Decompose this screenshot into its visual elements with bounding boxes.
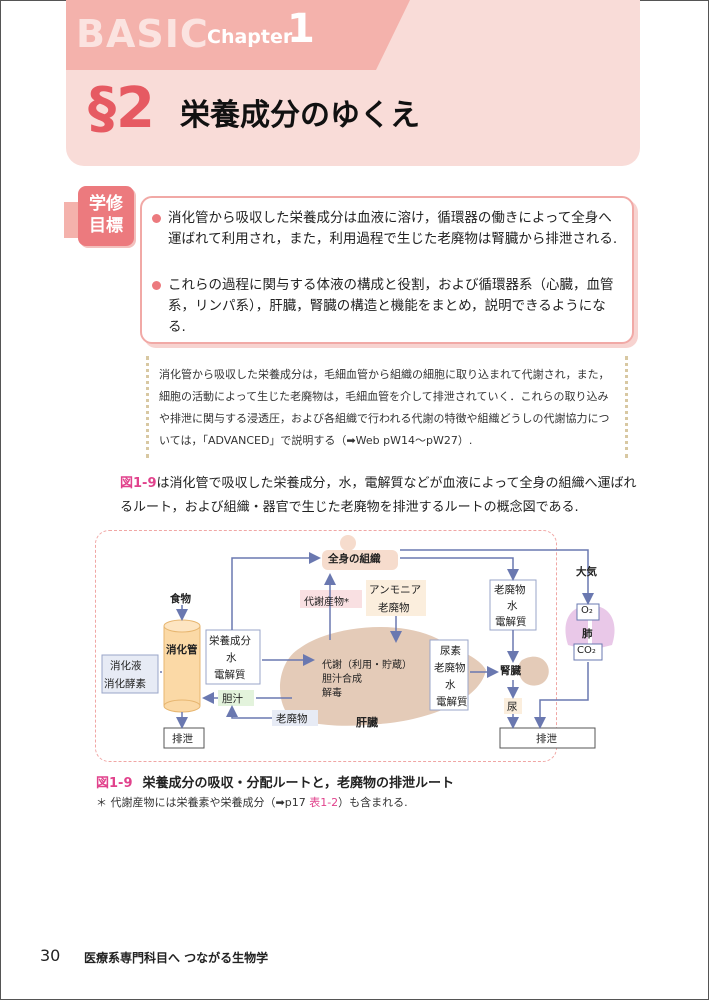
label-waste-right: 老廃物 bbox=[494, 584, 526, 596]
chapter-number: 1 bbox=[287, 6, 315, 52]
label-urine: 尿 bbox=[507, 701, 518, 713]
figure-number: 図1-9 bbox=[96, 776, 133, 791]
goal-text: 消化管から吸収した栄養成分は血液に溶け，循環器の働きによって全身へ運ばれて利用さ… bbox=[168, 210, 618, 247]
note-box: 消化管から吸収した栄養成分は，毛細血管から組織の細胞に取り込まれて代謝され，また… bbox=[146, 356, 628, 458]
label-atmosphere: 大気 bbox=[576, 566, 597, 578]
whole-body-box bbox=[322, 550, 398, 570]
chapter-word: Chapter bbox=[207, 26, 293, 48]
figure-footnote: ＊ 代謝産物には栄養素や栄養成分（➡p17 表1-2）も含まれる. bbox=[96, 794, 408, 810]
label-waste-right-water: 水 bbox=[507, 600, 518, 612]
label-urea-waste: 老廃物 bbox=[434, 662, 466, 674]
figure-caption: 図1-9 栄養成分の吸収・分配ルートと，老廃物の排泄ルート bbox=[96, 772, 454, 791]
goal-badge-line2: 目標 bbox=[89, 216, 123, 236]
intro-text: は消化管で吸収した栄養成分，水，電解質などが血液によって全身の組織へ運ばれるルー… bbox=[120, 476, 637, 515]
goal-item: 消化管から吸収した栄養成分は血液に溶け，循環器の働きによって全身へ運ばれて利用さ… bbox=[152, 208, 618, 250]
excretion-right-box bbox=[499, 727, 596, 749]
urea-box bbox=[429, 639, 469, 711]
label-digestive-juice: 消化液 bbox=[110, 660, 142, 672]
goal-badge-line1: 学修 bbox=[89, 194, 123, 214]
label-liver: 肝臓 bbox=[356, 716, 378, 729]
table-reference-link[interactable]: 表1-2 bbox=[309, 796, 339, 809]
intro-paragraph: 図1-9は消化管で吸収した栄養成分，水，電解質などが血液によって全身の組織へ運ば… bbox=[120, 472, 640, 520]
label-lung: 肺 bbox=[582, 628, 593, 640]
goal-text: これらの過程に関与する体液の構成と役割，および循環器系（心臓，血管系，リンパ系）… bbox=[168, 277, 614, 335]
footnote-prefix: ＊ 代謝産物には栄養素や栄養成分（➡p17 bbox=[96, 796, 310, 809]
flow-lines bbox=[160, 549, 594, 729]
co2-box bbox=[573, 643, 603, 661]
label-nutrients: 栄養成分 bbox=[209, 635, 251, 647]
book-title: 医療系専門科目へ つながる生物学 bbox=[84, 951, 269, 965]
metabolite-box bbox=[300, 590, 362, 608]
label-excretion-left: 排泄 bbox=[172, 733, 193, 745]
digestive-tract-shape bbox=[163, 625, 201, 707]
waste-right-box bbox=[489, 579, 537, 631]
label-o2: O₂ bbox=[581, 605, 593, 616]
label-ammonia: アンモニア bbox=[369, 584, 422, 596]
label-co2: CO₂ bbox=[577, 645, 596, 656]
footnote-suffix: ）も含まれる. bbox=[338, 796, 408, 809]
label-excretion-right: 排泄 bbox=[536, 733, 557, 745]
ammonia-box bbox=[366, 580, 426, 616]
urine-box bbox=[504, 698, 522, 714]
section-title: 栄養成分のゆくえ bbox=[180, 98, 420, 133]
basic-label: BASIC bbox=[76, 12, 209, 56]
figure-frame bbox=[95, 530, 557, 762]
bile-box bbox=[218, 690, 254, 706]
label-bile-synthesis: 胆汁合成 bbox=[322, 674, 362, 685]
label-urea-electrolyte: 電解質 bbox=[436, 696, 468, 708]
label-electrolyte: 電解質 bbox=[214, 669, 246, 681]
nutrient-box bbox=[205, 629, 261, 685]
label-food: 食物 bbox=[170, 593, 191, 605]
label-detox: 解毒 bbox=[322, 688, 342, 699]
waste-left-box bbox=[272, 710, 318, 726]
label-digestive-tract: 消化管 bbox=[166, 644, 198, 656]
digestive-juice-box bbox=[101, 654, 159, 694]
label-kidney: 腎臓 bbox=[500, 665, 521, 677]
page-number: 30 bbox=[40, 946, 61, 965]
section-mark: §2 bbox=[88, 76, 155, 141]
label-water: 水 bbox=[226, 652, 237, 664]
goal-item: これらの過程に関与する体液の構成と役割，および循環器系（心臓，血管系，リンパ系）… bbox=[152, 275, 618, 338]
figure-reference-link[interactable]: 図1-9 bbox=[120, 476, 157, 491]
label-waste-right-electrolyte: 電解質 bbox=[495, 616, 527, 628]
figure-caption-text: 栄養成分の吸収・分配ルートと，老廃物の排泄ルート bbox=[142, 776, 454, 791]
label-metabolism: 代謝（利用・貯蔵） bbox=[322, 660, 412, 671]
label-urea: 尿素 bbox=[440, 645, 461, 657]
label-bile: 胆汁 bbox=[222, 693, 243, 705]
bullet-icon bbox=[152, 281, 161, 290]
label-digestive-enzyme: 消化酵素 bbox=[104, 678, 146, 690]
bullet-icon bbox=[152, 214, 161, 223]
goal-badge: 学修 目標 bbox=[78, 186, 134, 246]
label-urea-water: 水 bbox=[445, 679, 456, 691]
label-ammonia-waste: 老廃物 bbox=[378, 602, 410, 614]
chapter-tab bbox=[66, 0, 410, 70]
kidney-shape bbox=[518, 656, 549, 686]
label-metabolite: 代謝産物* bbox=[304, 597, 349, 608]
goal-box: 消化管から吸収した栄養成分は血液に溶け，循環器の働きによって全身へ運ばれて利用さ… bbox=[140, 196, 634, 344]
label-whole-body: 全身の組織 bbox=[328, 553, 381, 565]
label-waste-left: 老廃物 bbox=[276, 713, 308, 725]
